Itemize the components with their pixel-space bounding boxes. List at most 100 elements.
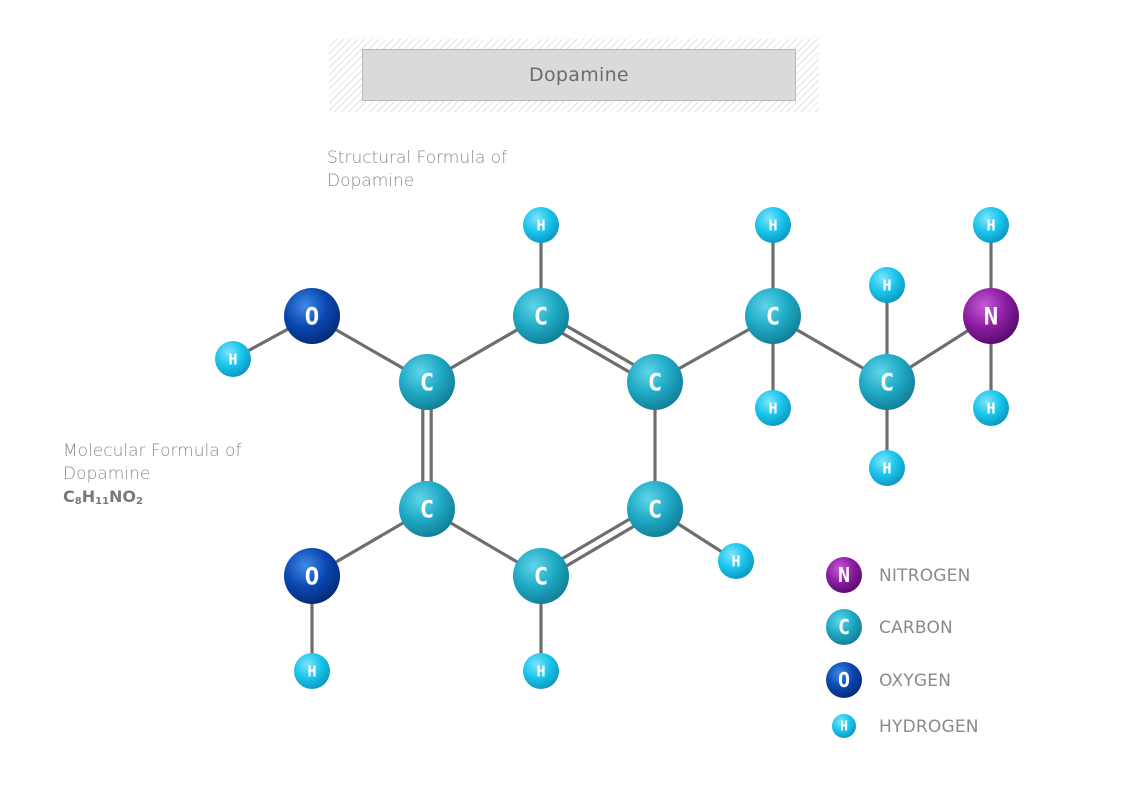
hydrogen-sphere [869, 267, 905, 303]
hydrogen-symbol: H [882, 459, 891, 477]
formula-subscript: 8 [74, 496, 82, 507]
legend: N NITROGEN C CARBON O OXYGEN H HYDROGEN [826, 557, 979, 738]
legend-item-nitrogen: N NITROGEN [826, 557, 971, 593]
hydrogen-sphere [523, 207, 559, 243]
legend-label: HYDROGEN [879, 717, 979, 737]
oxygen-symbol: O [838, 668, 850, 692]
hydrogen-legend-icon: H [832, 714, 856, 738]
oxygen-symbol: O [305, 563, 319, 591]
legend-label: CARBON [879, 618, 953, 638]
carbon-symbol: C [838, 615, 850, 639]
atom-h5: H [294, 653, 330, 689]
carbon-symbol: C [534, 303, 548, 331]
hydrogen-sphere [215, 341, 251, 377]
nitrogen-sphere [826, 557, 862, 593]
carbon-sphere [627, 481, 683, 537]
carbon-sphere [859, 354, 915, 410]
hydrogen-symbol: H [228, 350, 237, 368]
oxygen-sphere [284, 288, 340, 344]
hydrogen-symbol: H [840, 720, 848, 735]
carbon-sphere [745, 288, 801, 344]
atom-h9: H [869, 450, 905, 486]
atom-h7: H [755, 390, 791, 426]
carbon-symbol: C [766, 303, 780, 331]
carbon-sphere [513, 548, 569, 604]
legend-item-oxygen: O OXYGEN [826, 662, 951, 698]
formula-part: NO [109, 487, 137, 506]
formula-part: H [81, 487, 96, 506]
hydrogen-sphere [869, 450, 905, 486]
hydrogen-sphere [294, 653, 330, 689]
hydrogen-sphere [755, 207, 791, 243]
atom-c3: C [627, 354, 683, 410]
hydrogen-sphere [832, 714, 856, 738]
hydrogen-symbol: H [731, 552, 740, 570]
hydrogen-sphere [718, 543, 754, 579]
atom-c7: C [745, 288, 801, 344]
oxygen-symbol: O [305, 303, 319, 331]
hydrogen-symbol: H [307, 662, 316, 680]
atom-h6: H [755, 207, 791, 243]
atom-c2: C [513, 288, 569, 344]
carbon-symbol: C [420, 496, 434, 524]
carbon-symbol: C [420, 369, 434, 397]
carbon-legend-icon: C [826, 609, 862, 645]
hydrogen-sphere [523, 653, 559, 689]
hydrogen-sphere [973, 390, 1009, 426]
atom-o2: O [284, 548, 340, 604]
atom-h10: H [973, 207, 1009, 243]
formula-subscript: 11 [95, 496, 110, 507]
hydrogen-symbol: H [986, 216, 995, 234]
carbon-symbol: C [534, 563, 548, 591]
atom-h8: H [869, 267, 905, 303]
oxygen-sphere [284, 548, 340, 604]
formula-subscript: 2 [136, 496, 143, 507]
hydrogen-symbol: H [986, 399, 995, 417]
atom-c8: C [859, 354, 915, 410]
legend-label: NITROGEN [879, 566, 971, 586]
atom-h11: H [973, 390, 1009, 426]
atom-c4: C [627, 481, 683, 537]
title-frame: Dopamine [329, 39, 819, 112]
atom-n1: N [963, 288, 1019, 344]
nitrogen-symbol: N [838, 563, 850, 587]
hydrogen-symbol: H [882, 276, 891, 294]
atom-h1: H [215, 341, 251, 377]
atom-h3: H [718, 543, 754, 579]
hydrogen-symbol: H [768, 399, 777, 417]
oxygen-legend-icon: O [826, 662, 862, 698]
carbon-sphere [399, 481, 455, 537]
legend-label: OXYGEN [879, 671, 951, 691]
nitrogen-legend-icon: N [826, 557, 862, 593]
legend-item-hydrogen: H HYDROGEN [832, 714, 979, 738]
structural-formula-caption: Structural Formula of Dopamine [327, 148, 508, 191]
atom-c5: C [513, 548, 569, 604]
page-title: Dopamine [529, 64, 629, 86]
atom-h4: H [523, 653, 559, 689]
atoms-layer: O H C C H C C H C H C O H C H H C H H N H H [215, 207, 1019, 689]
hydrogen-symbol: H [768, 216, 777, 234]
nitrogen-symbol: N [984, 303, 998, 331]
atom-o1: O [284, 288, 340, 344]
carbon-symbol: C [648, 496, 662, 524]
legend-item-carbon: C CARBON [826, 609, 953, 645]
carbon-sphere [826, 609, 862, 645]
hydrogen-symbol: H [536, 662, 545, 680]
hydrogen-sphere [973, 207, 1009, 243]
hydrogen-symbol: H [536, 216, 545, 234]
hydrogen-sphere [755, 390, 791, 426]
carbon-sphere [399, 354, 455, 410]
carbon-symbol: C [880, 369, 894, 397]
nitrogen-sphere [963, 288, 1019, 344]
atom-c6: C [399, 481, 455, 537]
carbon-symbol: C [648, 369, 662, 397]
title-box: Dopamine [362, 49, 796, 101]
carbon-sphere [627, 354, 683, 410]
formula-part: C [63, 487, 75, 506]
oxygen-sphere [826, 662, 862, 698]
molecular-formula-caption: Molecular Formula of Dopamine [63, 441, 242, 484]
carbon-sphere [513, 288, 569, 344]
atom-h2: H [523, 207, 559, 243]
atom-c1: C [399, 354, 455, 410]
